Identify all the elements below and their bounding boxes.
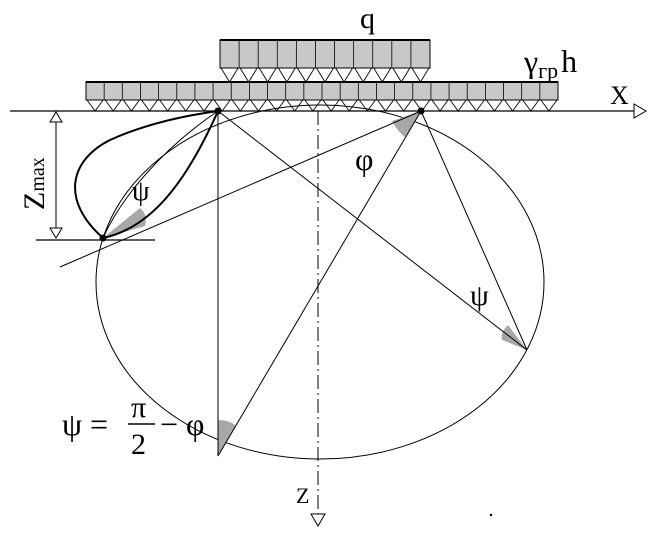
load-gamma-h-arrow-icon <box>467 99 486 112</box>
label-psi-small: ψ <box>132 176 150 207</box>
distributed-load-gamma-h <box>85 81 559 112</box>
line-bottom-to-right-top <box>217 110 422 457</box>
strip-load-q-arrow-icon <box>392 67 411 83</box>
lens-inner-curve <box>102 110 219 239</box>
label-q: q <box>360 2 375 35</box>
label-zmax: Zmax <box>18 157 51 210</box>
strip-load-q-arrow-icon <box>315 67 335 83</box>
load-gamma-h-arrow-icon <box>104 99 123 112</box>
load-gamma-h-arrow-icon <box>176 99 195 112</box>
label-gamma-h: γгрh <box>523 43 577 83</box>
point-lens-bottom <box>99 234 107 242</box>
formula-minus-phi: − φ <box>160 406 205 442</box>
angle-phi-fill <box>392 111 421 137</box>
formula-pi: π <box>131 391 146 424</box>
label-psi-right: ψ <box>470 279 489 312</box>
strip-load-q-arrow-icon <box>334 67 354 83</box>
lens-mid-curve <box>102 110 219 239</box>
load-gamma-h-arrow-icon <box>358 99 377 112</box>
load-gamma-h-arrow-icon <box>231 99 250 112</box>
label-phi: φ <box>355 141 373 177</box>
load-gamma-h-arrow-icon <box>267 99 286 112</box>
lens-outer-curve <box>74 110 219 239</box>
load-gamma-h-arrow-icon <box>195 99 213 112</box>
label-zmax-sub: max <box>27 157 49 191</box>
line-tangent <box>59 110 422 268</box>
label-z-axis: Z <box>296 483 309 508</box>
load-gamma-h-arrow-icon <box>249 99 268 112</box>
load-gamma-h-arrow-icon <box>449 99 468 112</box>
load-gamma-h-arrow-icon <box>412 99 431 112</box>
angle-psi-right-fill <box>501 325 527 350</box>
load-gamma-h-arrow-icon <box>503 99 522 112</box>
label-x-axis: X <box>610 81 629 110</box>
label-gamma-sub: гр <box>538 58 558 83</box>
strip-load-q-arrow-icon <box>296 67 316 83</box>
strip-load-q-body <box>219 39 431 69</box>
label-gamma: γ <box>523 43 538 79</box>
strip-load-q-arrow-icon <box>220 67 239 83</box>
strip-load-q <box>219 39 431 83</box>
point-top-left <box>214 107 222 115</box>
angle-psi-left-fill <box>103 208 146 238</box>
psi-formula: ψ = π 2 − φ <box>62 391 205 461</box>
load-gamma-h-arrow-icon <box>340 99 359 112</box>
x-axis-arrow-icon <box>633 103 647 119</box>
label-h: h <box>561 43 577 79</box>
formula-psi-eq: ψ = <box>62 406 108 442</box>
strip-load-q-arrow-icon <box>411 67 430 83</box>
load-gamma-h-arrow-icon <box>122 99 141 112</box>
line-top-left-to-right <box>217 110 528 351</box>
stray-dot <box>489 513 493 517</box>
load-gamma-h-arrow-icon <box>431 99 449 112</box>
strip-load-q-arrow-icon <box>258 67 278 83</box>
load-gamma-h-arrow-icon <box>394 99 413 112</box>
load-gamma-h-arrow-icon <box>376 99 395 112</box>
strip-load-q-arrow-icon <box>353 67 373 83</box>
formula-two: 2 <box>131 428 146 461</box>
load-gamma-h-arrow-icon <box>158 99 177 112</box>
load-gamma-h-arrow-icon <box>539 99 558 112</box>
label-zmax-main: Z <box>18 192 51 210</box>
zmax-arrow-bottom-icon <box>49 227 63 239</box>
strip-load-q-arrow-icon <box>372 67 392 83</box>
load-gamma-h-arrow-icon <box>86 99 105 112</box>
load-gamma-h-arrow-icon <box>213 99 232 112</box>
load-gamma-h-arrow-icon <box>485 99 504 112</box>
load-gamma-h-arrow-icon <box>140 99 159 112</box>
strip-load-q-arrow-icon <box>277 67 297 83</box>
angle-bottom-fill <box>218 420 236 456</box>
stress-circle <box>95 104 545 460</box>
point-top-right <box>417 107 425 115</box>
line-right-top-to-right <box>420 110 528 351</box>
strip-load-q-arrow-icon <box>239 67 258 83</box>
load-gamma-h-arrow-icon <box>521 99 540 112</box>
zmax-arrow-top-icon <box>49 111 63 123</box>
z-axis-arrow-icon <box>310 513 326 527</box>
